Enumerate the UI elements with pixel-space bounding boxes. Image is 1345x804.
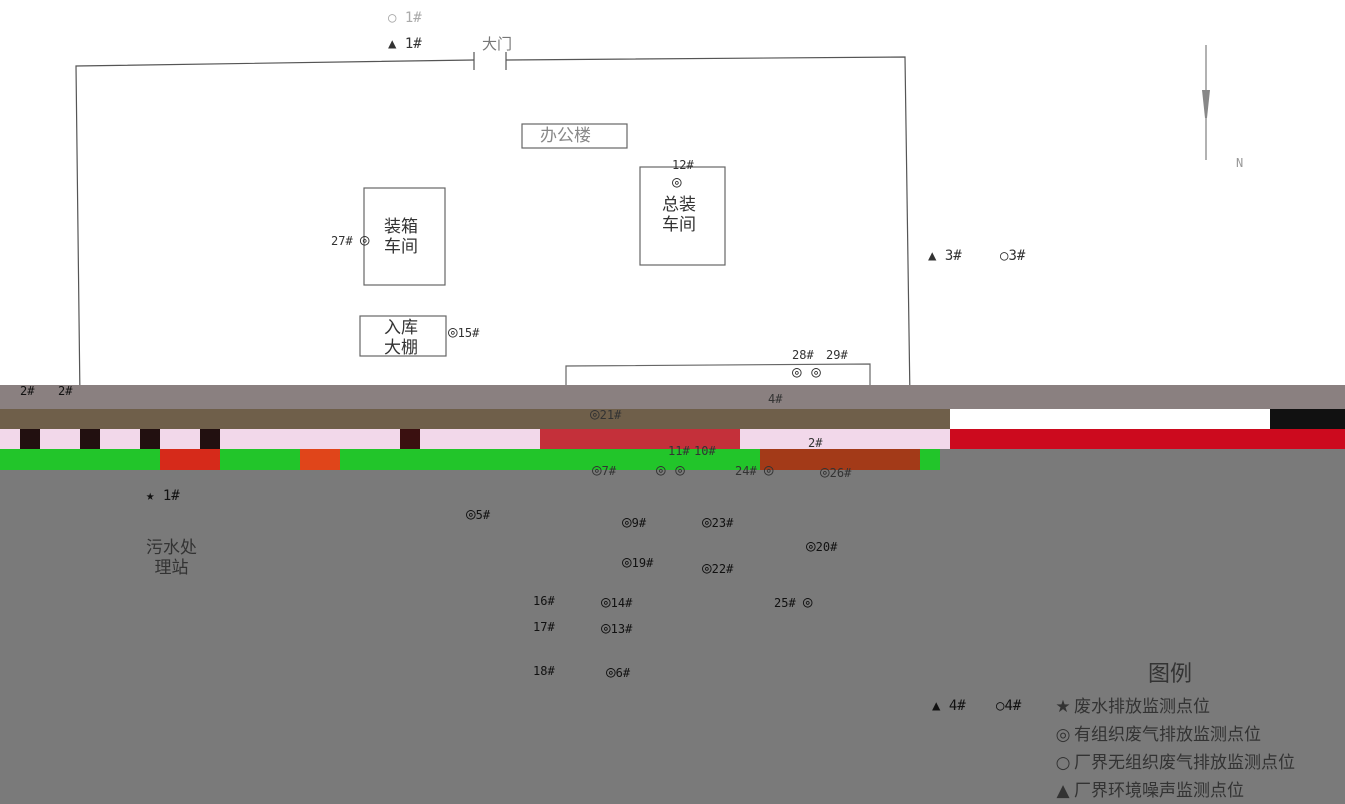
plant-boundary (75, 59, 475, 401)
emission-point-7: ◎7# (592, 460, 617, 479)
emission-point-28-icon: ◎ ◎ (792, 362, 821, 381)
lower-area (0, 470, 1345, 804)
wastewater-point-1: ★ 1# (146, 488, 180, 504)
emission-point-17: 17# (533, 620, 555, 634)
office-building (521, 123, 628, 149)
emission-point-12-icon: ◎ (672, 172, 682, 191)
compass-arrow (1202, 90, 1210, 118)
double-circle-icon: ◎ (1055, 725, 1071, 745)
emission-point-24: 24# ◎ (735, 460, 774, 479)
sewage-station-label: 污水处 理站 (146, 538, 197, 578)
emission-point-11: 11# (668, 444, 690, 458)
noise-point-1: ▲ 1# (388, 36, 422, 52)
noise-point-2: 2# (20, 384, 35, 398)
emission-point-26: ◎26# (820, 462, 852, 481)
gate-label: 大门 (482, 35, 513, 53)
unorganized-point-3: ○3# (1000, 248, 1026, 264)
emission-point-2: 2# (808, 436, 823, 450)
packing-workshop-label: 装箱 车间 (384, 217, 418, 257)
emission-point-22: ◎22# (702, 558, 734, 577)
emission-point-19: ◎19# (622, 552, 654, 571)
assembly-workshop-label: 总装 车间 (662, 195, 696, 235)
assembly-workshop (639, 166, 726, 266)
office-building-label: 办公楼 (540, 126, 591, 146)
emission-point-28: 28# (792, 348, 814, 362)
emission-point-13: ◎13# (601, 618, 633, 637)
compass-north-label: N (1236, 156, 1244, 170)
emission-point-4: 4# (768, 392, 783, 406)
star-icon: ★ (1055, 697, 1071, 717)
emission-point-20: ◎20# (806, 536, 838, 555)
legend-item-noise: ▲厂界环境噪声监测点位 (1052, 776, 1244, 801)
emission-point-10: 10# (694, 444, 716, 458)
packing-workshop (363, 187, 446, 286)
emission-point-18: 18# (533, 664, 555, 678)
legend-item-unorganized-emission: ○厂界无组织废气排放监测点位 (1052, 748, 1295, 773)
emission-point-21: ◎21# (590, 404, 622, 423)
emission-point-9: ◎9# (622, 512, 647, 531)
emission-point-25: 25# ◎ (774, 592, 813, 611)
emission-point-6: ◎6# (606, 662, 631, 681)
emission-point-5: ◎5# (466, 504, 491, 523)
emission-point-14: ◎14# (601, 592, 633, 611)
legend-item-wastewater: ★废水排放监测点位 (1052, 692, 1210, 717)
plant-boundary-right (505, 56, 911, 401)
lower-workshop-edge (565, 363, 871, 388)
unorganized-point-2: 2# (58, 384, 73, 398)
emission-point-16: 16# (533, 594, 555, 608)
noise-point-3: ▲ 3# (928, 248, 962, 264)
noise-point-4: ▲ 4# (932, 698, 966, 714)
emission-point-23: ◎23# (702, 512, 734, 531)
emission-point-15: ◎15# (448, 322, 480, 341)
circle-icon: ○ (1055, 753, 1071, 773)
emission-point-29: 29# (826, 348, 848, 362)
warehouse-shed (359, 315, 447, 357)
warehouse-shed-label: 入库 大棚 (384, 318, 418, 358)
legend-title: 图例 (1148, 662, 1193, 687)
emission-point-12: 12# (672, 158, 694, 172)
emission-point-27: 27# ◎ (331, 230, 370, 249)
legend-item-organized-emission: ◎有组织废气排放监测点位 (1052, 720, 1261, 745)
image-artifact-band (0, 385, 1345, 470)
triangle-icon: ▲ (1056, 781, 1070, 801)
unorganized-point-1: ○ 1# (388, 10, 422, 26)
unorganized-point-4: ○4# (996, 698, 1022, 714)
emission-point-11-icon: ◎ ◎ (656, 460, 685, 479)
